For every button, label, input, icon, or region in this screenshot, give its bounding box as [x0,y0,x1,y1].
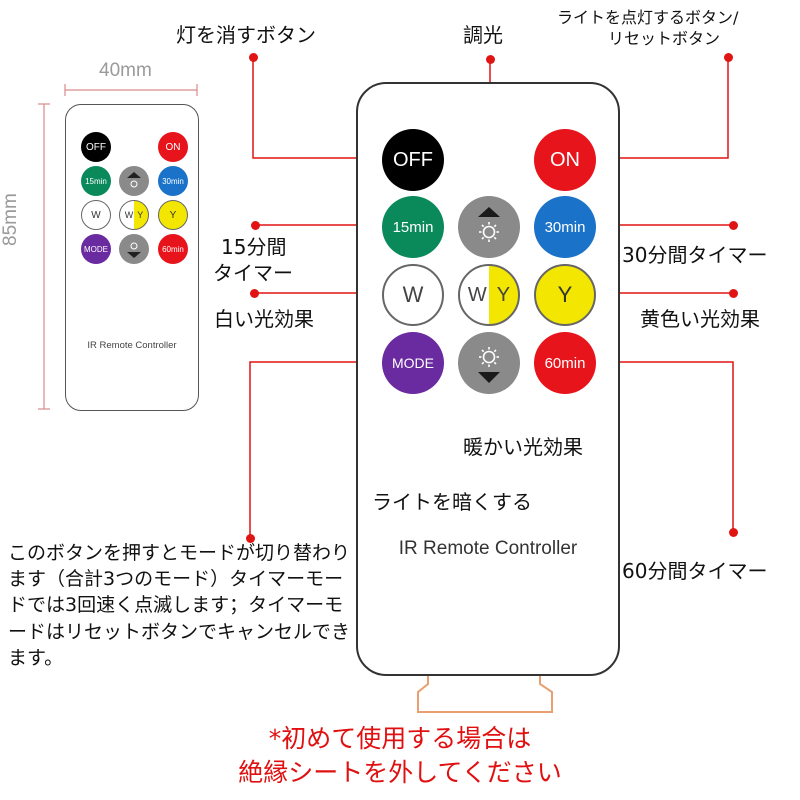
mode-description: このボタンを押すとモードが切り替わります（合計3つのモード）タイマーモードでは3… [8,542,351,669]
label-on-line1: ライトを点灯するボタン/ [557,8,739,27]
label-dimmer: 調光 [463,23,503,47]
brightness-up-icon [127,172,141,188]
brightness-down-icon [127,242,141,258]
small-15min-button: 15min [81,166,111,196]
label-timer15-line1: 15分間 [221,235,287,259]
label-on-line2: リセットボタン [608,29,721,48]
small-mode-button: MODE [81,234,111,264]
darken-button [458,332,520,394]
small-remote-caption: IR Remote Controller [87,340,177,351]
small-off-button: OFF [81,132,111,162]
brightness-up-icon [478,207,500,242]
timer-15min-button: 15min [382,196,444,258]
label-off: 灯を消すボタン [176,23,316,47]
small-on-button: ON [158,132,188,162]
marker-dot [249,53,258,62]
small-30min-button: 30min [158,166,188,196]
marker-dot [486,55,495,64]
label-yellow: 黄色い光効果 [640,307,760,331]
label-timer30: 30分間タイマー [622,243,768,267]
label-timer15-line2: タイマー [213,261,293,285]
white-light-button: W [382,264,444,326]
small-brighten-button [119,166,149,196]
small-darken-button [119,234,149,264]
marker-dot [250,289,259,298]
marker-dot [724,53,733,62]
leader-on [598,58,729,159]
timer-60min-button: 60min [534,332,596,394]
small-60min-button: 60min [158,234,188,264]
mode-button: MODE [382,332,444,394]
marker-dot [729,528,738,537]
leader-60min [598,361,734,532]
yellow-light-button: Y [534,264,596,326]
leader-off [252,58,382,159]
marker-dot [729,289,738,298]
label-warm: 暖かい光効果 [463,435,583,459]
off-button: OFF [382,129,444,191]
marker-dot [251,221,260,230]
warning-line2: 絶縁シートを外してください [238,757,562,787]
warning-line1: *初めて使用する場合は [268,724,532,753]
insulation-warning: *初めて使用する場合は 絶縁シートを外してください [200,722,600,790]
marker-dot [729,221,738,230]
on-button: ON [534,129,596,191]
width-dimension-label: 40mm [99,60,152,81]
small-y-button: Y [158,200,188,230]
marker-dot [246,534,255,543]
height-dimension-label: 85mm [0,193,21,246]
label-white: 白い光効果 [214,307,314,331]
small-w-button: W [81,200,111,230]
insulation-tab [417,672,553,713]
timer-30min-button: 30min [534,196,596,258]
remote-caption: IR Remote Controller [398,538,578,559]
label-darken: ライトを暗くする [372,490,532,514]
label-timer60: 60分間タイマー [622,559,768,583]
brighten-button [458,196,520,258]
leader-mode [249,361,382,538]
brightness-down-icon [478,347,500,383]
